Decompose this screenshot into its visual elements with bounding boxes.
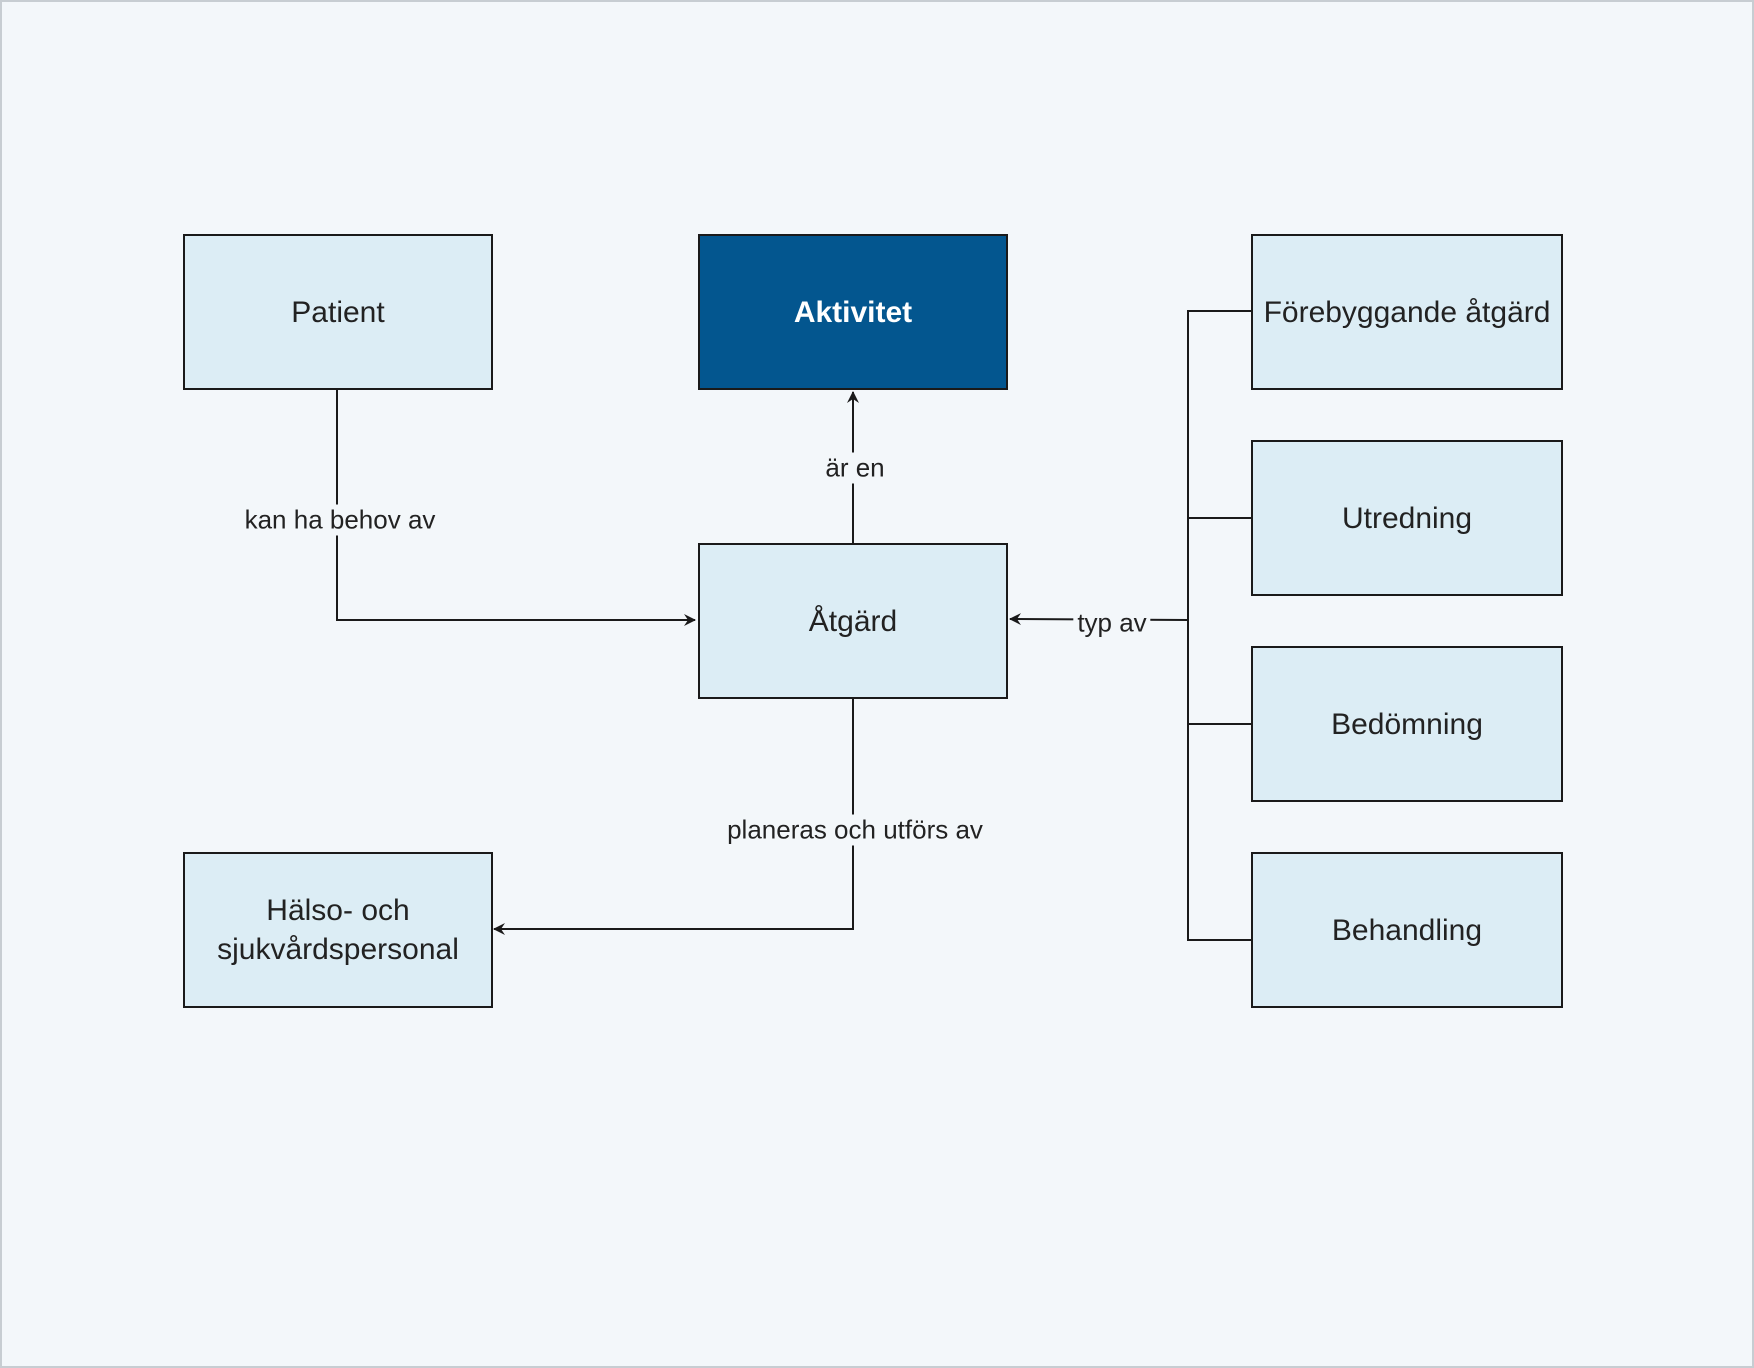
node-bedomning-label: Bedömning [1331,707,1483,741]
node-bedomning[interactable]: Bedömning [1251,646,1563,802]
node-forebyggande-label: Förebyggande åtgärd [1263,295,1551,329]
node-aktivitet[interactable]: Aktivitet [698,234,1008,390]
node-patient[interactable]: Patient [183,234,493,390]
node-patient-label: Patient [291,295,385,329]
edge-label-ar-en: är en [821,452,889,484]
node-behandling[interactable]: Behandling [1251,852,1563,1008]
node-atgard[interactable]: Åtgärd [698,543,1008,699]
node-forebyggande-atgard[interactable]: Förebyggande åtgärd [1251,234,1563,390]
node-utredning[interactable]: Utredning [1251,440,1563,596]
node-halso-label-line2: sjukvårdspersonal [217,933,459,966]
edge-patient-to-atgard [336,390,696,626]
node-behandling-label: Behandling [1331,913,1483,947]
edge-atgard-to-personal [493,698,854,935]
edge-label-typ-av: typ av [1073,607,1151,639]
node-atgard-label: Åtgärd [808,604,898,638]
edge-label-kan-ha-behov-av: kan ha behov av [240,504,440,536]
edge-label-planeras-och-utfors-av: planeras och utförs av [723,814,987,846]
node-halso-label-line1: Hälso- och [266,894,410,927]
edge-types-bracket [1187,310,1251,941]
node-halso-och-sjukvardspersonal[interactable]: Hälso- och sjukvårdspersonal [183,852,493,1008]
node-utredning-label: Utredning [1341,501,1473,535]
node-aktivitet-label: Aktivitet [793,295,913,329]
